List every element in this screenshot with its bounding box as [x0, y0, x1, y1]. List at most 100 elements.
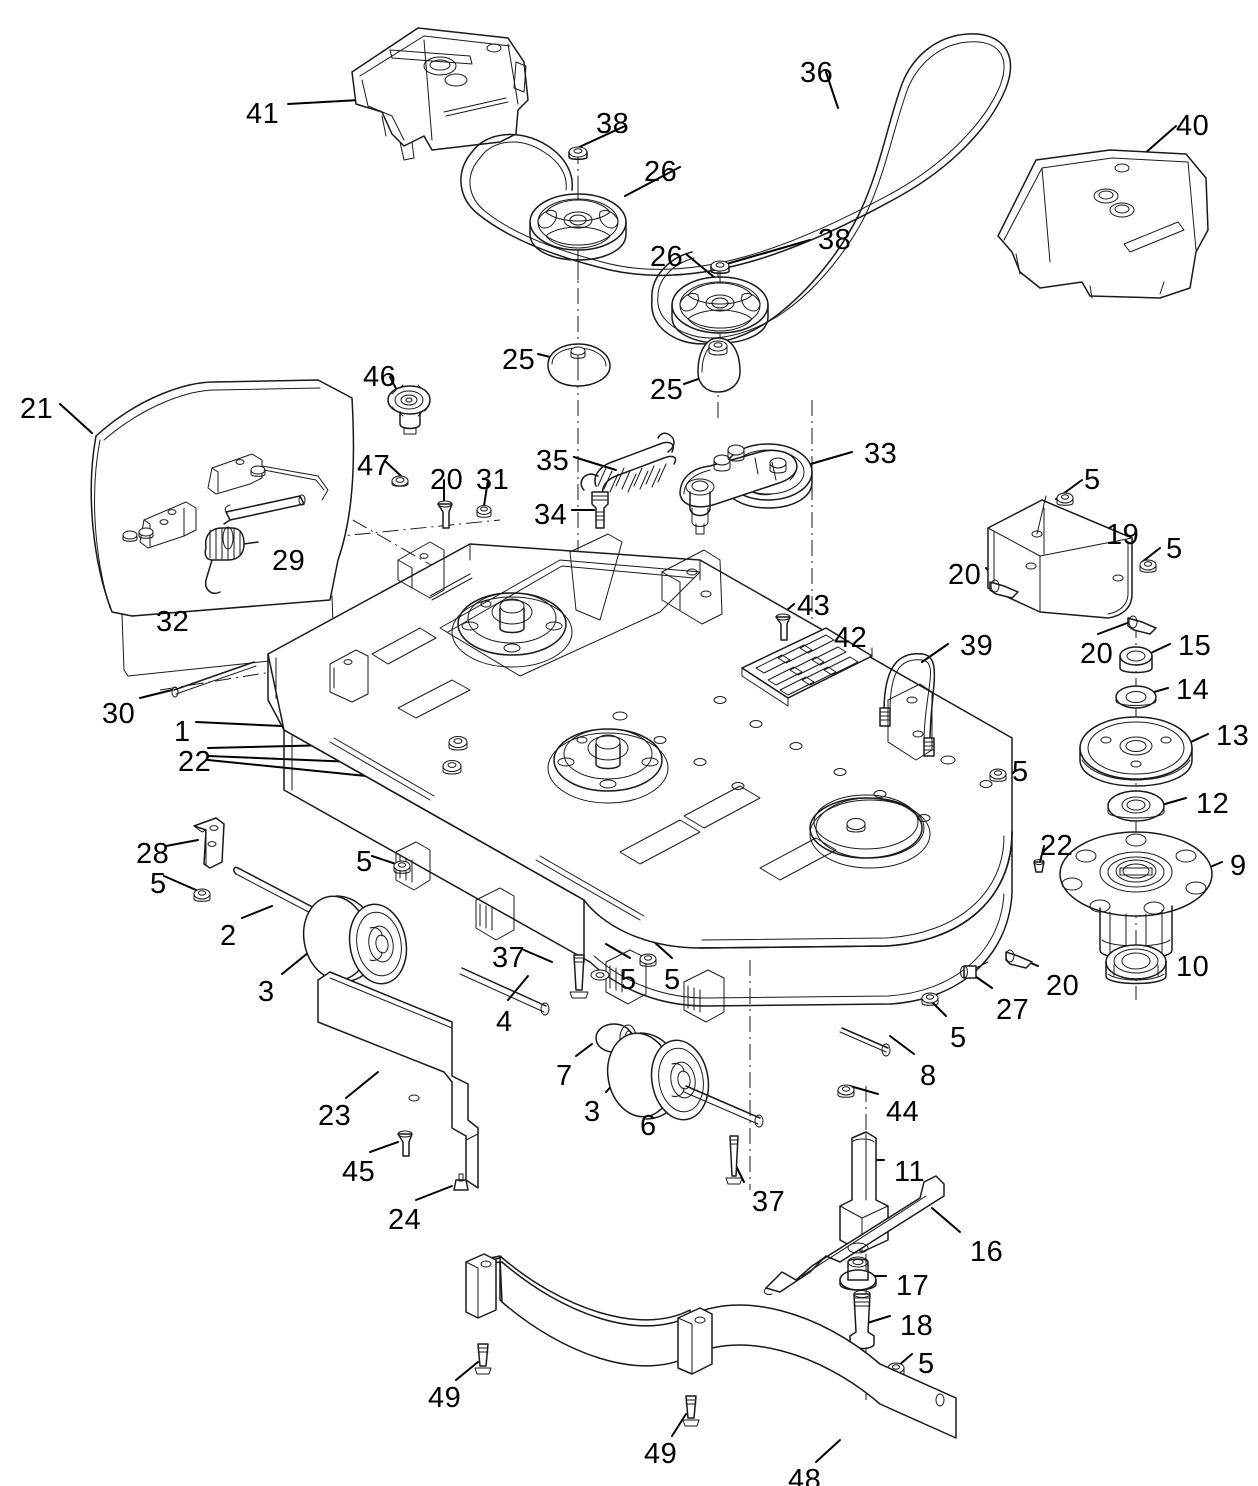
callout-5-c: 5 — [1012, 756, 1029, 788]
callout-37-b: 37 — [752, 1186, 786, 1218]
part-20-carriage-bolt-a — [437, 500, 453, 529]
part-26-idler-pulley-upper — [529, 146, 627, 281]
part-31-hex-nut — [476, 505, 492, 518]
callout-14: 14 — [1176, 674, 1210, 706]
callout-5-e: 5 — [356, 846, 373, 878]
part-36-drive-belt — [460, 33, 1012, 345]
part-21-discharge-deflector — [90, 379, 355, 677]
callout-31: 31 — [476, 464, 510, 496]
part-20-carriage-bolt-19a — [989, 579, 1019, 599]
part-20-carriage-bolt-19b — [1127, 615, 1157, 635]
callout-5-f: 5 — [620, 964, 637, 996]
callout-27: 27 — [996, 994, 1030, 1026]
callout-25-right: 25 — [650, 374, 684, 406]
part-5-flange-nut-bracket — [193, 888, 211, 902]
part-5-flange-nut-deck-right — [989, 768, 1007, 782]
part-35-extension-spring — [580, 432, 677, 497]
part-41-belt-cover-left — [351, 27, 529, 161]
part-26-idler-pulley-lower — [671, 260, 769, 361]
callout-28: 28 — [136, 838, 170, 870]
part-43-rivet — [775, 613, 791, 641]
part-3-gauge-wheel-left — [302, 895, 408, 985]
callout-41: 41 — [246, 98, 280, 130]
callout-8: 8 — [920, 1060, 937, 1092]
part-5-flat-washer-a — [590, 969, 610, 981]
deck-spindle-boss-right — [547, 728, 669, 804]
part-10-bearing — [1105, 944, 1167, 985]
callout-45: 45 — [342, 1156, 376, 1188]
callout-5-h: 5 — [950, 1022, 967, 1054]
part-39-wire-bail — [879, 653, 936, 761]
callout-23: 23 — [318, 1100, 352, 1132]
part-23-skid-baffle — [317, 971, 479, 1189]
callout-12: 12 — [1196, 788, 1230, 820]
callout-33: 33 — [864, 438, 898, 470]
part-33-idler-arm-assembly — [679, 443, 813, 535]
callout-5-d: 5 — [150, 868, 167, 900]
part-28-bracket — [193, 817, 225, 869]
callout-5-a: 5 — [1084, 464, 1101, 496]
callout-7: 7 — [556, 1060, 573, 1092]
callout-20-c: 20 — [1080, 638, 1114, 670]
part-5-flange-nut-b — [639, 953, 657, 967]
callout-49-a: 49 — [428, 1382, 462, 1414]
part-5-flange-nut-19b — [1139, 559, 1157, 573]
part-11-blade-spindle-shaft — [839, 1131, 889, 1253]
part-46-adjustment-knob — [387, 384, 431, 435]
callout-21: 21 — [20, 393, 54, 425]
callout-1: 1 — [174, 716, 191, 748]
callout-5-b: 5 — [1166, 533, 1183, 565]
callout-6: 6 — [640, 1110, 657, 1142]
callout-26-lower: 26 — [650, 241, 684, 273]
part-18-blade-bolt — [849, 1290, 875, 1350]
callout-4: 4 — [496, 1006, 513, 1038]
callout-9: 9 — [1230, 850, 1247, 882]
part-47-lock-nut — [391, 475, 409, 487]
part-6-wheel-axle — [683, 1085, 764, 1128]
part-5-flange-nut-19a — [1056, 492, 1074, 506]
part-48-rear-baffle — [465, 1253, 957, 1439]
part-32-torsion-spring — [204, 526, 259, 594]
part-38-flange-nut-upper — [568, 146, 588, 160]
part-37-shoulder-bolt-b — [725, 1135, 743, 1185]
part-30-support-rod — [171, 661, 257, 698]
callout-38-lower: 38 — [818, 224, 852, 256]
callout-40: 40 — [1176, 110, 1210, 142]
part-19-belt-guard-bracket — [987, 495, 1133, 619]
callout-46: 46 — [363, 361, 397, 393]
part-24-carriage-bolt — [453, 1173, 469, 1191]
callout-20-d: 20 — [1046, 970, 1080, 1002]
part-3-gauge-wheel-lower — [606, 1032, 710, 1121]
callout-29: 29 — [272, 545, 306, 577]
callout-26-upper: 26 — [644, 156, 678, 188]
part-20-carriage-bolt-deck — [1005, 949, 1033, 969]
part-4-axle-bolt — [459, 967, 550, 1016]
part-9-spindle-housing — [1059, 831, 1213, 960]
part-27-rivet — [960, 961, 989, 979]
part-8-hinge-bolt — [839, 1027, 891, 1057]
callout-24: 24 — [388, 1204, 422, 1236]
part-22-rivet-spindle — [1033, 859, 1045, 873]
part-40-belt-cover-right — [997, 149, 1209, 299]
callout-3-lower: 3 — [584, 1096, 601, 1128]
part-17-blade-bushing — [839, 1256, 877, 1291]
callout-30: 30 — [102, 698, 136, 730]
callout-16: 16 — [970, 1236, 1004, 1268]
callout-18: 18 — [900, 1310, 934, 1342]
part-25-pulley-cap-left — [547, 343, 611, 387]
part-22-flange-nuts — [442, 736, 866, 833]
part-15-spacer — [1119, 646, 1153, 674]
callout-2: 2 — [220, 920, 237, 952]
callout-22-b: 22 — [1040, 830, 1074, 862]
callout-22-a: 22 — [178, 746, 212, 778]
part-14-washer — [1115, 685, 1157, 709]
callout-36: 36 — [800, 57, 834, 89]
deck-spindle-boss-left — [451, 592, 573, 668]
callout-3-left: 3 — [258, 976, 275, 1008]
callout-10: 10 — [1176, 951, 1210, 983]
callout-37-a: 37 — [492, 942, 526, 974]
callout-48: 48 — [788, 1464, 822, 1486]
part-13-spindle-pulley — [1079, 716, 1193, 787]
